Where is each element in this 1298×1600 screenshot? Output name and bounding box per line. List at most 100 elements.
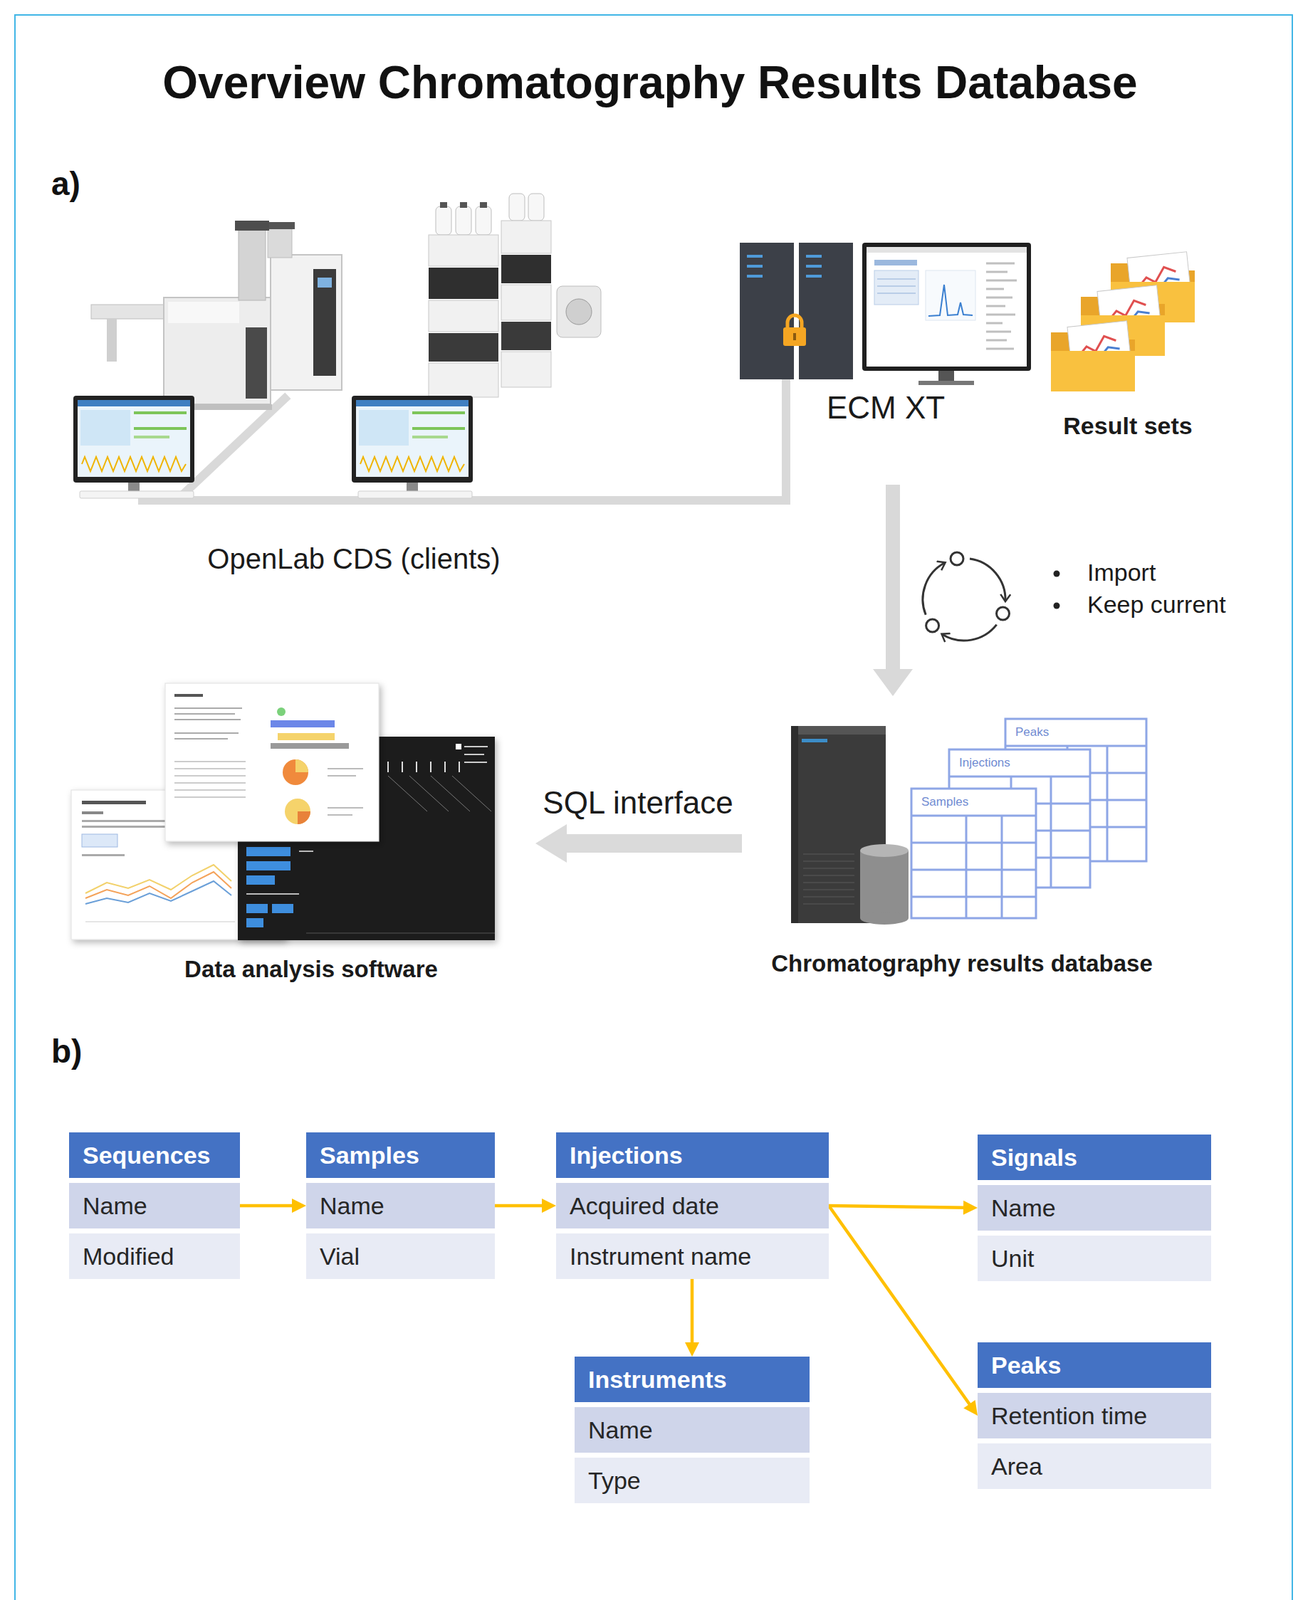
report-screenshot-part: [270, 743, 349, 750]
table-field: Name: [977, 1185, 1212, 1232]
report-screenshot-part: [246, 918, 264, 928]
database-server-part: [801, 739, 828, 743]
report-screenshot-part: [327, 768, 364, 816]
diagram-title: Overview Chromatography Results Database: [162, 56, 1138, 110]
bullet-text: Keep current: [1087, 590, 1227, 619]
report-screenshot-part: [246, 851, 314, 895]
table-header: Signals: [977, 1134, 1212, 1181]
ecm-server-part: [874, 259, 918, 266]
bullet-part: [1053, 603, 1061, 610]
ecm-server-part: [928, 284, 973, 317]
report-screenshot-part: [388, 776, 492, 812]
connector-line: [239, 1204, 294, 1209]
arrowhead: [963, 1201, 978, 1216]
hplc-stack-part: [440, 202, 448, 208]
database-server-part: [803, 854, 855, 905]
ecm-server-part: [805, 274, 822, 278]
database-server: [791, 726, 909, 925]
hplc-stack-part: [459, 202, 468, 208]
report-screenshot-part: [455, 744, 462, 750]
connector-line: [690, 1279, 695, 1345]
ecm-server-part: [805, 254, 822, 258]
hplc-stack-part: [428, 267, 499, 300]
connector-line: [828, 1206, 971, 1406]
network-line-part: [186, 398, 285, 492]
hplc-stack-part: [556, 286, 601, 338]
bullet-text: Import: [1087, 558, 1156, 587]
table-field: Name: [574, 1407, 810, 1454]
hplc-stack-part: [428, 333, 499, 362]
report-screenshot-part: [85, 922, 235, 923]
arrowhead: [291, 1199, 307, 1214]
database-server-part: [860, 912, 909, 925]
ecm-server-part: [746, 274, 763, 278]
ecm-server-part: [739, 242, 794, 380]
import-arrow: [872, 484, 913, 697]
hplc-stack-part: [428, 300, 499, 332]
report-screenshot-part: [284, 798, 311, 825]
illustration-part: [351, 395, 473, 499]
table-sheet: [911, 719, 1147, 919]
report-screenshot-part: [174, 761, 246, 798]
report-screenshot-part: [81, 801, 146, 805]
report-screenshot-part: [295, 759, 309, 773]
report-screenshot-part: [165, 683, 379, 842]
gas-chromatograph-part: [270, 254, 342, 391]
arrowhead: [684, 1342, 700, 1358]
report-screenshot-part: [85, 865, 232, 894]
caption: ECM XT: [826, 390, 945, 427]
sync-icon-part: [950, 552, 964, 566]
table-header: Injections: [556, 1132, 829, 1179]
table-box: InstrumentsNameType: [574, 1357, 810, 1504]
hplc-stack-part: [501, 254, 552, 284]
hplc-stack-part: [501, 351, 552, 388]
gas-chromatograph-part: [245, 327, 268, 399]
frame: [14, 14, 1293, 1600]
report-screenshot-part: [81, 854, 125, 857]
report-screenshot-part: [246, 861, 291, 871]
ecm-server-part: [783, 327, 806, 347]
table-field: Instrument name: [556, 1233, 829, 1280]
table-box: SamplesNameVial: [306, 1132, 495, 1280]
hplc-stack-part: [475, 206, 492, 235]
hplc-stack-part: [528, 193, 544, 221]
report-screenshot-part: [246, 875, 275, 886]
hplc-stack-part: [501, 220, 552, 254]
database-server-part: [860, 844, 909, 858]
report-screenshot: [71, 683, 495, 941]
report-screenshot-part: [81, 811, 104, 815]
gas-chromatograph-part: [91, 304, 170, 319]
table-sheet-part: [911, 788, 1036, 919]
caption: OpenLab CDS (clients): [207, 542, 500, 576]
report-screenshot-part: [277, 733, 335, 741]
ecm-server-part: [877, 279, 916, 294]
sync-icon: [922, 552, 1010, 641]
table-header: Samples: [306, 1132, 495, 1179]
report-screenshot-part: [297, 811, 311, 825]
sql-arrow: [535, 824, 742, 863]
arrowhead: [963, 1400, 978, 1417]
ecm-server-part: [805, 264, 822, 268]
gas-chromatograph-part: [264, 222, 295, 230]
gas-chromatograph-part: [163, 297, 271, 405]
report-screenshot-part: [271, 904, 294, 914]
sql-arrow-part: [535, 824, 567, 863]
gas-chromatograph-part: [313, 269, 337, 376]
table-header: Peaks: [977, 1342, 1212, 1389]
gas-chromatograph-part: [317, 277, 332, 288]
hplc-stack-part: [428, 234, 499, 267]
connector-arrow: [828, 1206, 978, 1417]
database-server-part: [860, 850, 909, 919]
report-screenshot-part: [282, 759, 309, 786]
connector-line: [828, 1206, 965, 1209]
ecm-server-part: [866, 247, 1027, 253]
connector-arrow: [828, 1201, 978, 1216]
ecm-server-part: [798, 242, 853, 380]
table-box: InjectionsAcquired dateInstrument name: [556, 1132, 829, 1280]
table-header: Instruments: [574, 1357, 810, 1403]
table-box: SignalsNameUnit: [977, 1134, 1212, 1282]
ecm-server-part: [866, 247, 1027, 367]
report-screenshot-part: [174, 708, 243, 740]
report-screenshot-part: [270, 720, 335, 728]
hplc-stack-part: [501, 321, 552, 351]
